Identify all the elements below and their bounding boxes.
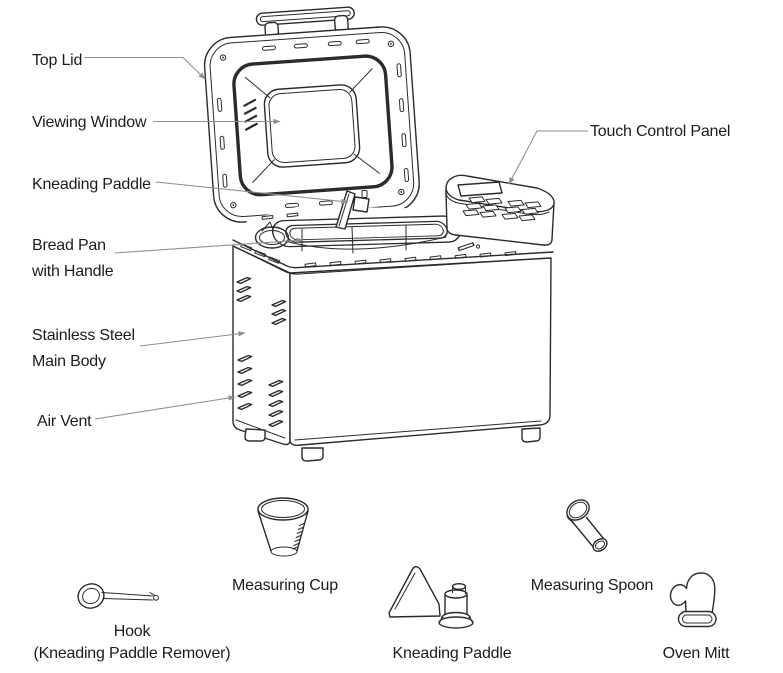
deck-slots xyxy=(240,241,517,268)
leader-air-vent xyxy=(94,395,236,420)
lid-frame-slots xyxy=(216,38,410,209)
kneading-paddle-drawing xyxy=(335,190,370,230)
leader-kneading-paddle xyxy=(155,181,349,205)
control-panel-drawing xyxy=(445,174,555,246)
label-bread-pan: Bread Pan with Handle xyxy=(32,236,114,282)
measuring-spoon-icon xyxy=(566,499,608,552)
hook-icon xyxy=(77,583,159,609)
leader-touch-panel xyxy=(508,130,588,185)
viewing-window-drawing xyxy=(263,84,361,168)
label-hook: Hook (Kneading Paddle Remover) xyxy=(32,622,232,664)
bread-pan-drawing xyxy=(254,215,461,254)
pan-handle-drawing xyxy=(254,226,290,249)
label-oven-mitt: Oven Mitt xyxy=(662,645,730,662)
label-hook-line2: (Kneading Paddle Remover) xyxy=(33,645,231,662)
leader-bread-pan xyxy=(114,237,304,254)
feet xyxy=(244,427,541,462)
leader-lines xyxy=(84,56,588,420)
label-kneading-paddle-accessory: Kneading Paddle xyxy=(392,645,512,662)
label-bread-pan-line2: with Handle xyxy=(32,263,114,280)
measuring-cup-icon xyxy=(257,497,309,557)
cup-scale-marks xyxy=(292,523,305,550)
label-measuring-spoon: Measuring Spoon xyxy=(530,577,654,594)
label-hook-line1: Hook xyxy=(113,623,151,640)
label-main-body: Stainless Steel Main Body xyxy=(32,326,135,372)
label-main-body-line1: Stainless Steel xyxy=(32,327,135,344)
oven-mitt-icon xyxy=(669,572,717,628)
label-bread-pan-line1: Bread Pan xyxy=(32,237,106,254)
kneading-paddle-icon xyxy=(388,566,474,629)
label-measuring-cup: Measuring Cup xyxy=(232,577,338,594)
lcd-screen xyxy=(457,181,503,197)
lid-screws xyxy=(219,40,405,209)
label-touch-control-panel: Touch Control Panel xyxy=(590,123,731,140)
label-viewing-window: Viewing Window xyxy=(32,114,147,131)
label-top-lid: Top Lid xyxy=(32,52,83,69)
leader-top-lid xyxy=(84,56,206,80)
top-lid-drawing xyxy=(203,6,420,223)
label-air-vent: Air Vent xyxy=(37,413,92,430)
lid-vent-slats xyxy=(243,98,258,131)
leader-main-body xyxy=(139,331,246,347)
label-kneading-paddle: Kneading Paddle xyxy=(32,176,151,193)
label-main-body-line2: Main Body xyxy=(32,353,106,370)
